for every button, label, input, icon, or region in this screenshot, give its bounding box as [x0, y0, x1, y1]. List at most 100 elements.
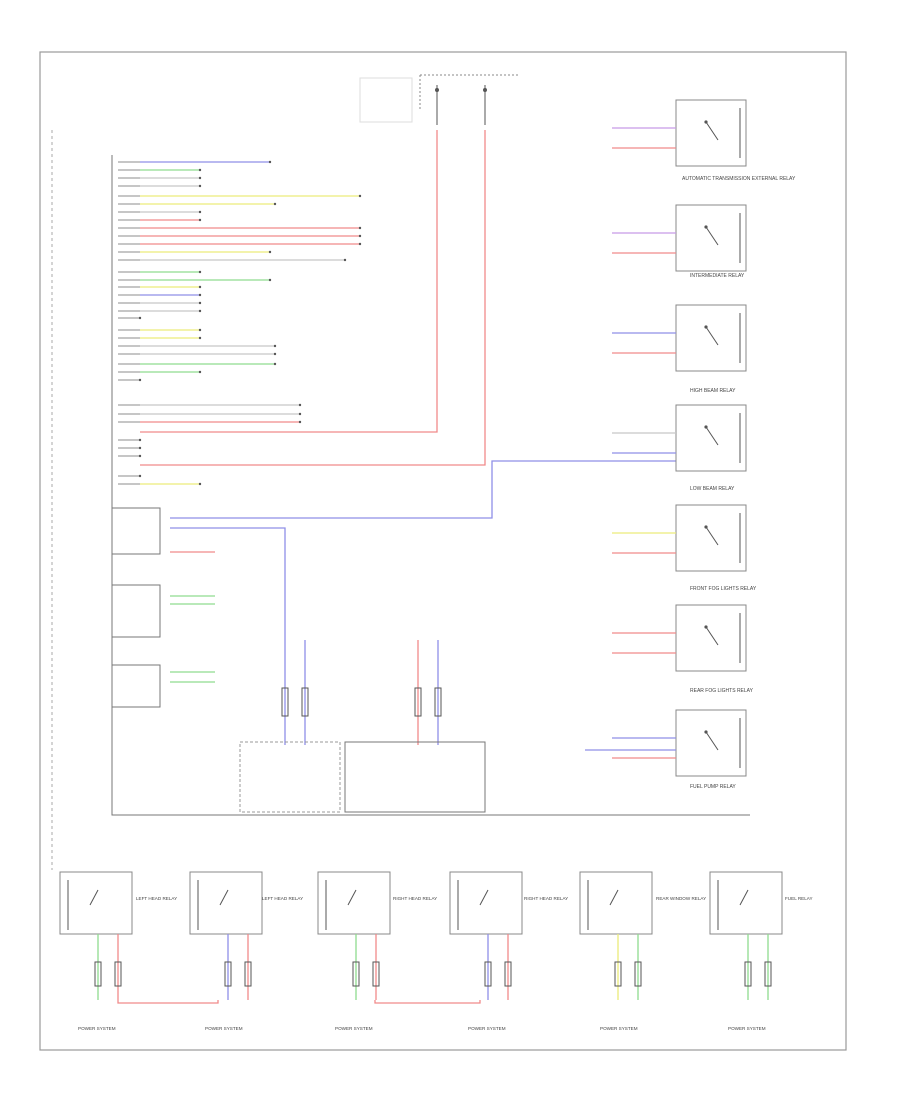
right-relay-contact-3 [704, 425, 708, 429]
bottom-relay-conn-a-4 [614, 961, 622, 987]
bottom-relay-row [59, 871, 783, 1000]
right-relay-6 [612, 709, 747, 777]
bottom-relay-conn-b-4 [634, 961, 642, 987]
wire-end-18 [198, 309, 202, 313]
right-relay-column [612, 99, 747, 777]
right-relay-box-3 [675, 404, 747, 472]
bottom-relay-conn-b-5 [764, 961, 772, 987]
right-relay-box-2 [675, 304, 747, 372]
bottom-relay-label-4: RIGHT HEAD RELAY [524, 896, 568, 901]
right-relay-box-0 [675, 99, 747, 167]
right-relay-1 [612, 204, 747, 272]
wire-end-17 [198, 301, 202, 305]
wire-end-7 [198, 218, 202, 222]
wire-end-28 [298, 412, 302, 416]
fuse-block [359, 74, 520, 125]
right-relay-switch-0 [705, 121, 719, 141]
wire-end-14 [268, 278, 272, 282]
red-feed-wire-1 [140, 130, 438, 433]
wire-end-20 [198, 328, 202, 332]
right-relay-switch-6 [705, 731, 719, 751]
right-relay-labels: AUTOMATIC TRANSMISSION EXTERNAL RELAY IN… [682, 176, 796, 790]
wire-end-2 [198, 176, 202, 180]
right-relay-contact-2 [704, 325, 708, 329]
relay-label-intermediate: INTERMEDIATE RELAY [690, 273, 745, 279]
wire-end-21 [198, 336, 202, 340]
right-relay-switch-1 [705, 226, 719, 246]
relay-label-fuel-pump: FUEL PUMP RELAY [690, 784, 736, 790]
right-relay-switch-5 [705, 626, 719, 646]
relay-label-rear-fog: REAR FOG LIGHTS RELAY [690, 688, 754, 694]
bottom-relay-label-6: FUEL RELAY [785, 896, 813, 901]
wire-end-12 [343, 258, 347, 262]
wire-end-19 [138, 316, 142, 320]
right-relay-0 [612, 99, 747, 167]
wire-end-33 [138, 474, 142, 478]
wire-end-5 [273, 202, 277, 206]
wire-end-30 [138, 438, 142, 442]
red-feed-wire-2 [140, 130, 486, 466]
bottom-relay-conn-b-1 [244, 961, 252, 987]
bottom-system-label-2: POWER SYSTEM [205, 1026, 243, 1031]
wire-end-29 [298, 420, 302, 424]
right-relay-4 [612, 504, 747, 572]
central-module-outline [111, 155, 750, 816]
right-relay-contact-0 [704, 120, 708, 124]
module-connector-wires [118, 160, 362, 486]
relay-label-at-external: AUTOMATIC TRANSMISSION EXTERNAL RELAY [682, 176, 796, 182]
suspension-module-box [344, 741, 486, 813]
right-relay-switch-3 [705, 426, 719, 446]
right-relay-contact-1 [704, 225, 708, 229]
wire-end-8 [358, 226, 362, 230]
right-relay-switch-2 [705, 326, 719, 346]
bottom-relay-5 [709, 871, 783, 1000]
bottom-relay-conn-a-5 [744, 961, 752, 987]
bottom-relay-conn-a-0 [94, 961, 102, 987]
bottom-relay-label-1: LEFT HEAD RELAY [136, 896, 177, 901]
bottom-relay-box-4 [579, 871, 653, 935]
bottom-relay-conn-b-2 [372, 961, 380, 987]
bottom-red-link-2 [374, 1000, 481, 1004]
bottom-relay-switch-4 [609, 889, 619, 906]
wire-end-6 [198, 210, 202, 214]
bottom-relay-0 [59, 871, 133, 1000]
bottom-relay-box-2 [317, 871, 391, 935]
bottom-relay-switch-1 [219, 889, 229, 906]
right-relay-contact-6 [704, 730, 708, 734]
right-relay-2 [612, 304, 747, 372]
bottom-relay-conn-a-1 [224, 961, 232, 987]
bottom-relay-4 [579, 871, 653, 1000]
bottom-relay-labels: LEFT HEAD RELAY LEFT HEAD RELAY RIGHT HE… [78, 896, 813, 1031]
bottom-system-label-4: POWER SYSTEM [468, 1026, 506, 1031]
bottom-system-label-5: POWER SYSTEM [600, 1026, 638, 1031]
wire-end-27 [298, 403, 302, 407]
bottom-relay-switch-0 [89, 889, 99, 906]
inline-connectors [281, 687, 442, 717]
relay-label-front-fog: FRONT FOG LIGHTS RELAY [690, 586, 757, 592]
bottom-relay-2 [317, 871, 391, 1000]
diagram-frame [39, 51, 847, 1051]
bottom-system-label-6: POWER SYSTEM [728, 1026, 766, 1031]
bottom-relay-label-2: LEFT HEAD RELAY [262, 896, 303, 901]
green-lower-wires [170, 595, 215, 683]
bottom-relay-switch-2 [347, 889, 357, 906]
bottom-relay-switch-3 [479, 889, 489, 906]
wire-end-11 [268, 250, 272, 254]
bottom-relay-switch-5 [739, 889, 749, 906]
bottom-system-label-1: POWER SYSTEM [78, 1026, 116, 1031]
wire-end-32 [138, 454, 142, 458]
wire-end-25 [198, 370, 202, 374]
wire-end-16 [198, 293, 202, 297]
bottom-relay-conn-b-3 [504, 961, 512, 987]
right-relay-box-5 [675, 604, 747, 672]
right-relay-box-6 [675, 709, 747, 777]
wire-end-24 [273, 362, 277, 366]
bottom-relay-conn-a-2 [352, 961, 360, 987]
wire-end-34 [198, 482, 202, 486]
bottom-relay-conn-a-3 [484, 961, 492, 987]
right-relay-box-4 [675, 504, 747, 572]
wire-end-9 [358, 234, 362, 238]
right-relay-3 [612, 404, 747, 472]
bottom-relay-box-0 [59, 871, 133, 935]
